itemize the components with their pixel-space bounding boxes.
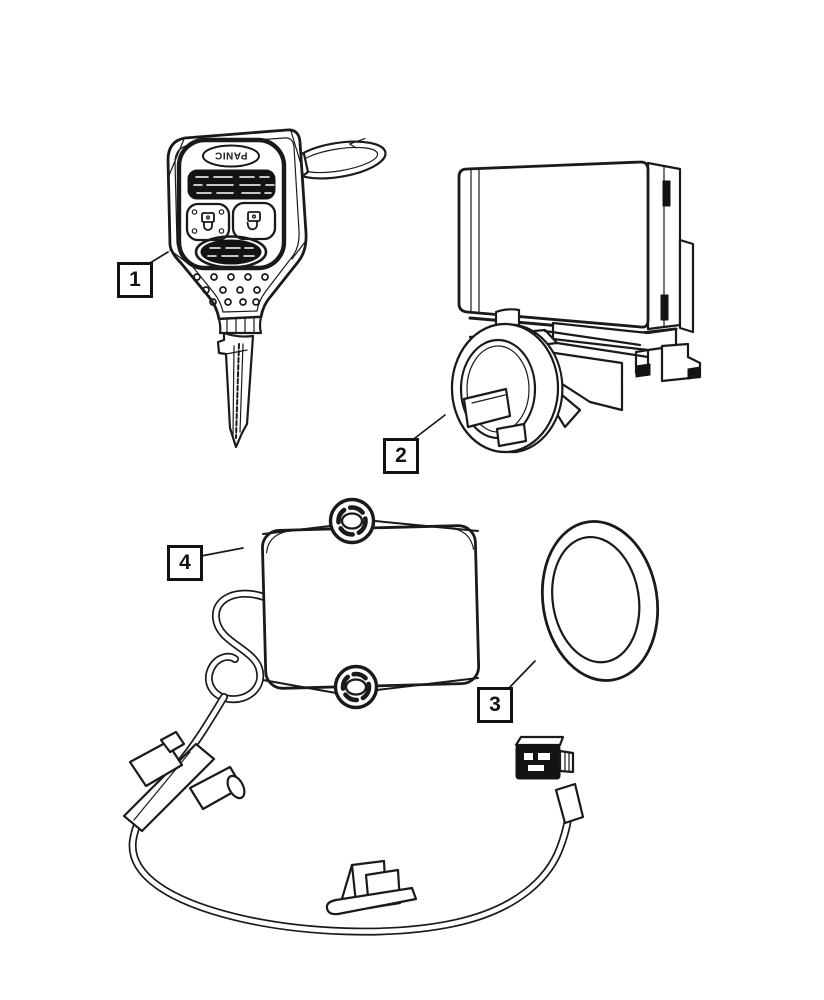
grommet-bottom [262,664,479,710]
key-blade [216,331,255,449]
callout-2[interactable]: 2 [383,438,419,474]
harness-end-connector [514,735,585,825]
o-ring-illustration [540,520,660,682]
panic-button: PANIC [202,144,260,168]
lock-button [185,202,231,242]
fob-neck [217,315,263,335]
key-fob-illustration: PANIC [166,128,387,449]
callout-3-label: 3 [489,693,501,716]
fob-dark-panel [187,169,276,200]
module-bracket [551,321,702,383]
callout-1-label: 1 [129,268,141,291]
unlock-button [231,201,277,241]
harness-bulkhead-connector [122,730,246,833]
callout-2-label: 2 [395,444,407,467]
grommet-top [262,497,479,545]
leader-lines [149,251,536,688]
harness-module [261,524,481,690]
fob-dots [193,273,269,306]
callout-1[interactable]: 1 [117,262,153,298]
harness-clip [325,859,418,916]
fob-lower-oval-button [194,235,268,269]
immobilizer-ring-antenna [450,308,650,454]
panic-label: PANIC [215,150,248,161]
callout-4[interactable]: 4 [167,545,203,581]
callout-4-label: 4 [179,551,191,574]
callout-3[interactable]: 3 [477,687,513,723]
receiver-module-illustration [450,160,702,454]
